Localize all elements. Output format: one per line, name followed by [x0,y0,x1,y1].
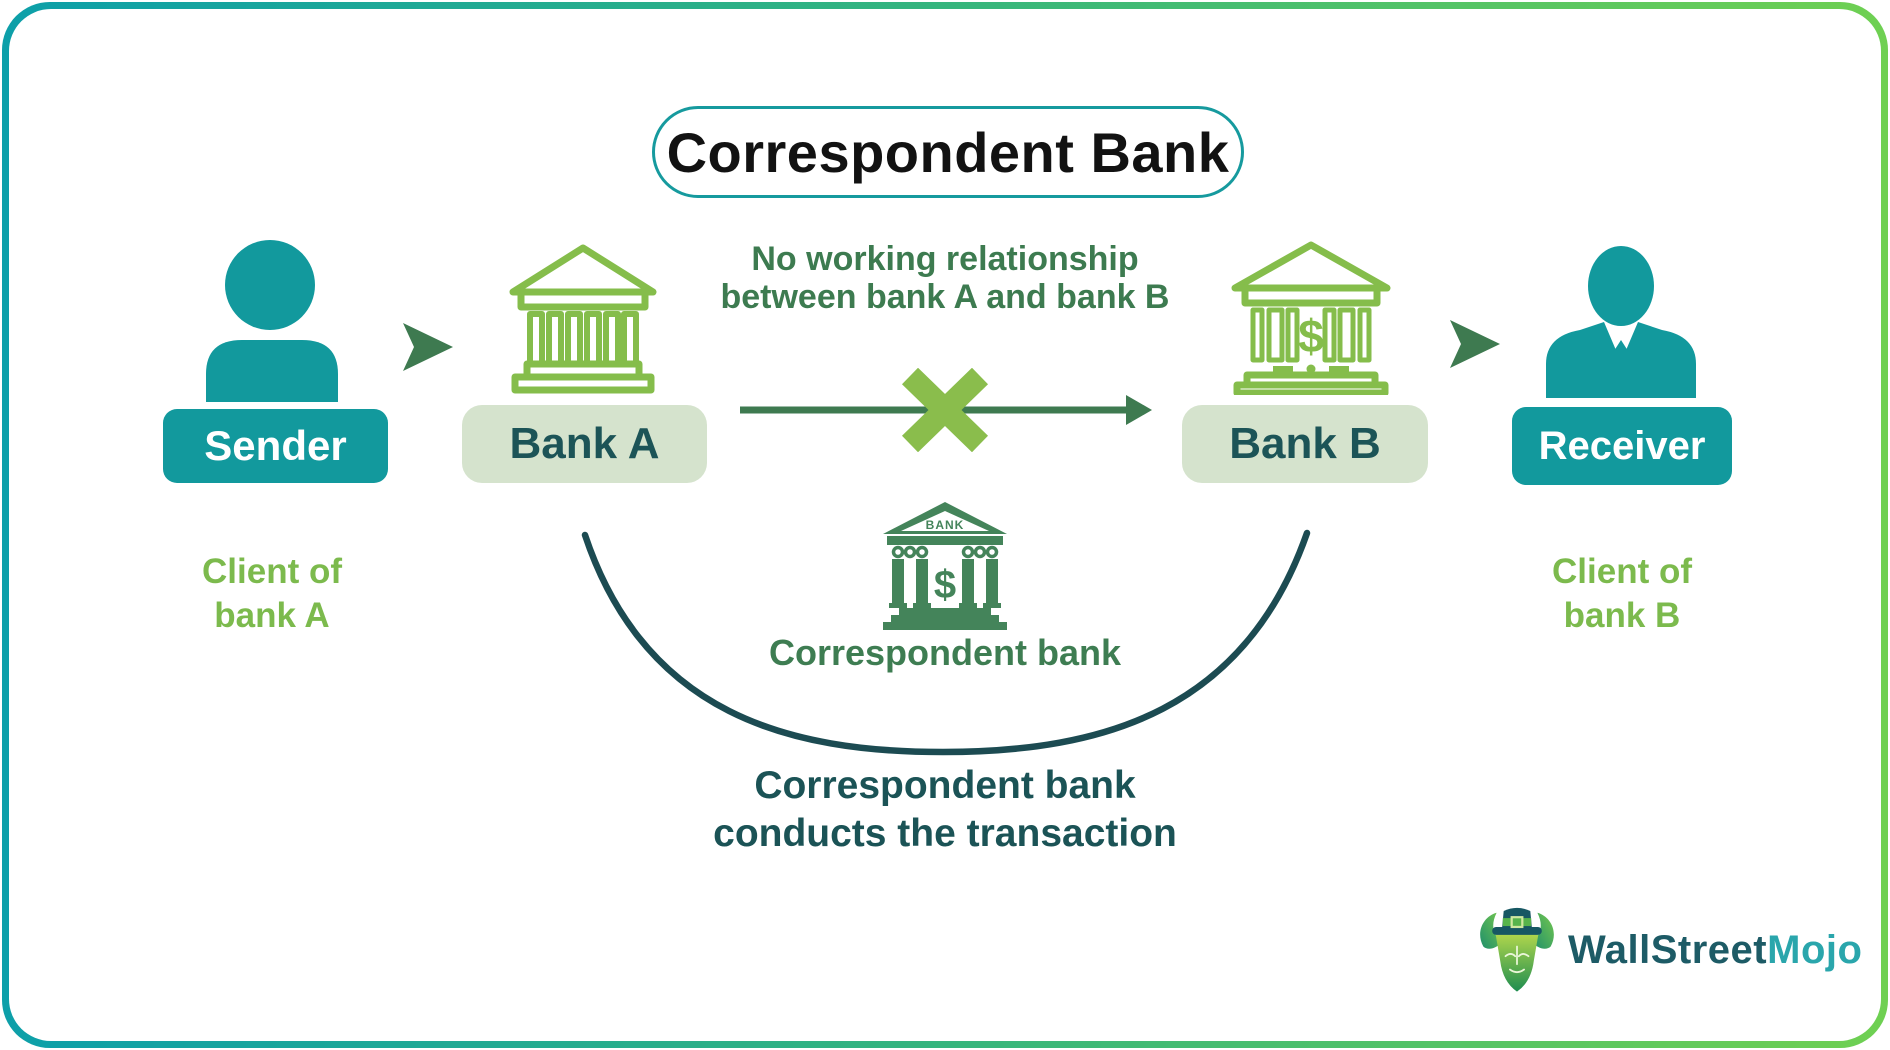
bank-b-badge: Bank B [1182,405,1428,483]
bank-b-label: Bank B [1229,419,1381,468]
sender-caption: Client of bank A [147,550,397,638]
receiver-caption-line2: bank B [1563,596,1681,635]
arrowhead-icon [1126,395,1152,425]
correspondent-dollar-sign: $ [934,563,956,607]
no-relationship-line1: No working relationship [751,240,1139,278]
bull-top-hat [1492,907,1542,935]
sender-caption-line2: bank A [214,596,330,635]
sender-caption-line1: Client of [202,552,342,591]
arrow-bank-b-to-receiver-icon [1450,320,1500,368]
receiver-person-icon [1546,246,1696,398]
correspondent-route-curve [581,529,1311,756]
bank-b-dollar-sign: $ [1298,310,1324,362]
no-relationship-note: No working relationship between bank A a… [695,240,1195,316]
crossed-arrow-bank-a-to-bank-b [740,368,1152,452]
receiver-badge: Receiver [1512,407,1732,485]
sender-person-icon [206,240,338,402]
bank-a-label: Bank A [509,419,660,468]
correspondent-icon-caption: BANK [926,518,965,532]
page-title: Correspondent Bank [666,120,1230,184]
wallstreetmojo-logo: WallStreetMojo [1478,903,1862,997]
receiver-caption-line1: Client of [1552,552,1692,591]
logo-text-accent: Mojo [1767,927,1863,972]
correspondent-conducts-note: Correspondent bank conducts the transact… [645,762,1245,858]
bank-a-icon [509,244,657,394]
title-pill: Correspondent Bank [652,106,1244,198]
bull-mascot-icon [1480,907,1554,992]
receiver-caption: Client of bank B [1497,550,1747,638]
no-relationship-cross-icon [901,368,989,452]
no-relationship-line2: between bank A and bank B [720,278,1170,316]
receiver-tie [1612,340,1630,396]
receiver-label: Receiver [1538,423,1706,468]
bank-a-badge: Bank A [462,405,707,483]
logo-text-primary: WallStreet [1568,927,1768,972]
conducts-note-line1: Correspondent bank [754,764,1136,807]
arrow-sender-to-bank-a-icon [403,323,453,371]
bank-b-icon: $ [1231,241,1391,395]
correspondent-bank-icon: BANK $ [883,502,1007,630]
sender-badge: Sender [163,409,388,483]
correspondent-bank-label: Correspondent bank [768,632,1122,673]
conducts-note-line2: conducts the transaction [713,812,1177,855]
sender-label: Sender [204,422,347,469]
wallstreetmojo-wordmark: WallStreetMojo [1568,928,1862,973]
